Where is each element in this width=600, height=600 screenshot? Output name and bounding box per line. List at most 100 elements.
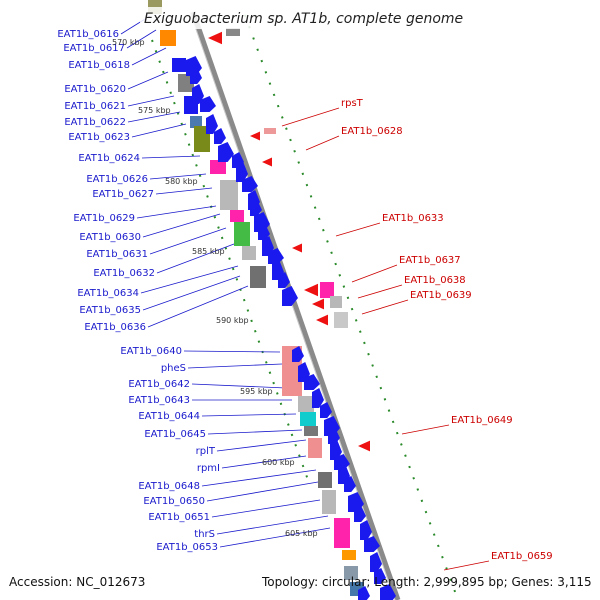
left-gene-label-eat1b-0627: EAT1b_0627: [92, 189, 154, 200]
scale-label-570-kbp: 570 kbp: [112, 38, 145, 47]
gene-block: [334, 312, 348, 328]
right-gene-labels: rpsTEAT1b_0628EAT1b_0633EAT1b_0637EAT1b_…: [341, 98, 553, 562]
gene-block: [226, 28, 240, 36]
forward-gene-arrow: [320, 402, 332, 418]
left-gene-label-thrs: thrS: [194, 529, 215, 540]
gene-block: [160, 30, 176, 46]
scale-label-575-kbp: 575 kbp: [138, 106, 171, 115]
right-gene-label-eat1b-0649: EAT1b_0649: [451, 415, 513, 426]
left-gene-label-eat1b-0620: EAT1b_0620: [64, 84, 126, 95]
scale-label-580-kbp: 580 kbp: [165, 177, 198, 186]
left-gene-label-rplt: rplT: [196, 446, 216, 457]
gene-block: [234, 222, 250, 246]
gene-block: [298, 396, 314, 412]
forward-gene-arrow: [360, 520, 372, 540]
left-leader-line: [141, 155, 201, 159]
left-leader-line: [127, 95, 175, 107]
left-gene-label-eat1b-0645: EAT1b_0645: [144, 429, 206, 440]
gene-block: [342, 550, 356, 560]
label-leader-lines: [120, 15, 490, 571]
left-leader-line: [207, 429, 303, 435]
forward-gene-arrow: [370, 552, 382, 572]
left-gene-label-eat1b-0644: EAT1b_0644: [138, 411, 200, 422]
left-gene-label-phes: pheS: [161, 363, 186, 374]
left-gene-label-eat1b-0624: EAT1b_0624: [78, 153, 140, 164]
forward-gene-arrow: [268, 248, 284, 264]
gene-block: [330, 296, 342, 308]
left-gene-label-eat1b-0648: EAT1b_0648: [138, 481, 200, 492]
left-gene-label-eat1b-0622: EAT1b_0622: [64, 117, 126, 128]
forward-gene-arrow: [344, 476, 356, 492]
gene-block: [334, 518, 350, 548]
forward-gene-arrow: [312, 388, 324, 408]
reverse-gene-arrow: [208, 31, 222, 45]
gene-block: [300, 412, 316, 426]
left-leader-line: [211, 499, 321, 518]
gene-block: [304, 426, 318, 436]
left-gene-label-eat1b-0635: EAT1b_0635: [79, 305, 141, 316]
left-gene-labels: EAT1b_0616EAT1b_0617EAT1b_0618EAT1b_0620…: [57, 29, 220, 553]
right-leader-line: [361, 299, 409, 315]
scale-label-600-kbp: 600 kbp: [262, 458, 295, 467]
left-leader-line: [187, 363, 283, 369]
left-gene-label-eat1b-0630: EAT1b_0630: [79, 232, 141, 243]
scale-label-585-kbp: 585 kbp: [192, 247, 225, 256]
gene-block: [344, 566, 358, 580]
left-leader-line: [149, 173, 207, 180]
forward-gene-arrow: [358, 586, 370, 600]
left-gene-label-eat1b-0629: EAT1b_0629: [73, 213, 135, 224]
left-gene-label-eat1b-0616: EAT1b_0616: [57, 29, 119, 40]
forward-gene-arrow: [200, 96, 216, 112]
inner-tick-rail: [151, 39, 309, 481]
right-leader-line: [401, 424, 450, 435]
right-leader-line: [357, 284, 403, 299]
genome-backbone: [190, 11, 401, 600]
right-leader-line: [351, 264, 398, 283]
gene-features: [148, 0, 396, 600]
right-leader-line: [335, 222, 381, 237]
left-gene-label-eat1b-0653: EAT1b_0653: [156, 542, 218, 553]
left-gene-label-rpmi: rpmI: [197, 463, 220, 474]
reverse-gene-arrow: [292, 243, 302, 253]
forward-gene-arrow: [206, 114, 218, 134]
map-title: Exiguobacterium sp. AT1b, complete genom…: [144, 11, 463, 27]
left-gene-label-eat1b-0642: EAT1b_0642: [128, 379, 190, 390]
forward-gene-arrow: [236, 162, 248, 182]
gene-block: [242, 246, 256, 260]
left-gene-label-eat1b-0626: EAT1b_0626: [86, 174, 148, 185]
left-gene-label-eat1b-0651: EAT1b_0651: [148, 512, 210, 523]
left-leader-line: [183, 350, 281, 353]
accession-text: Accession: NC_012673: [9, 575, 145, 589]
left-leader-line: [136, 205, 217, 219]
gene-block: [250, 266, 266, 288]
scale-label-595-kbp: 595 kbp: [240, 387, 273, 396]
right-gene-label-eat1b-0633: EAT1b_0633: [382, 213, 444, 224]
left-gene-label-eat1b-0643: EAT1b_0643: [128, 395, 190, 406]
left-leader-line: [201, 469, 317, 487]
forward-gene-arrow: [192, 84, 204, 104]
left-leader-line: [140, 265, 239, 294]
forward-gene-arrow: [330, 440, 342, 460]
left-leader-line: [131, 47, 167, 66]
left-leader-line: [147, 285, 249, 328]
left-leader-line: [191, 383, 287, 389]
forward-gene-arrow: [250, 200, 262, 216]
right-gene-label-eat1b-0637: EAT1b_0637: [399, 255, 461, 266]
gene-block: [320, 282, 334, 298]
gene-block: [220, 180, 238, 210]
right-gene-label-eat1b-0628: EAT1b_0628: [341, 126, 403, 137]
forward-gene-arrow: [304, 374, 320, 390]
right-gene-label-eat1b-0638: EAT1b_0638: [404, 275, 466, 286]
gene-block: [264, 128, 276, 134]
left-leader-line: [219, 527, 331, 548]
left-leader-line: [155, 187, 213, 195]
reverse-gene-arrow: [262, 157, 272, 167]
scale-label-605-kbp: 605 kbp: [285, 529, 318, 538]
right-leader-line: [281, 107, 340, 127]
left-gene-label-eat1b-0650: EAT1b_0650: [143, 496, 205, 507]
forward-gene-arrow: [218, 142, 234, 162]
left-leader-line: [127, 111, 181, 123]
right-leader-line: [443, 560, 490, 571]
left-leader-line: [126, 29, 157, 49]
